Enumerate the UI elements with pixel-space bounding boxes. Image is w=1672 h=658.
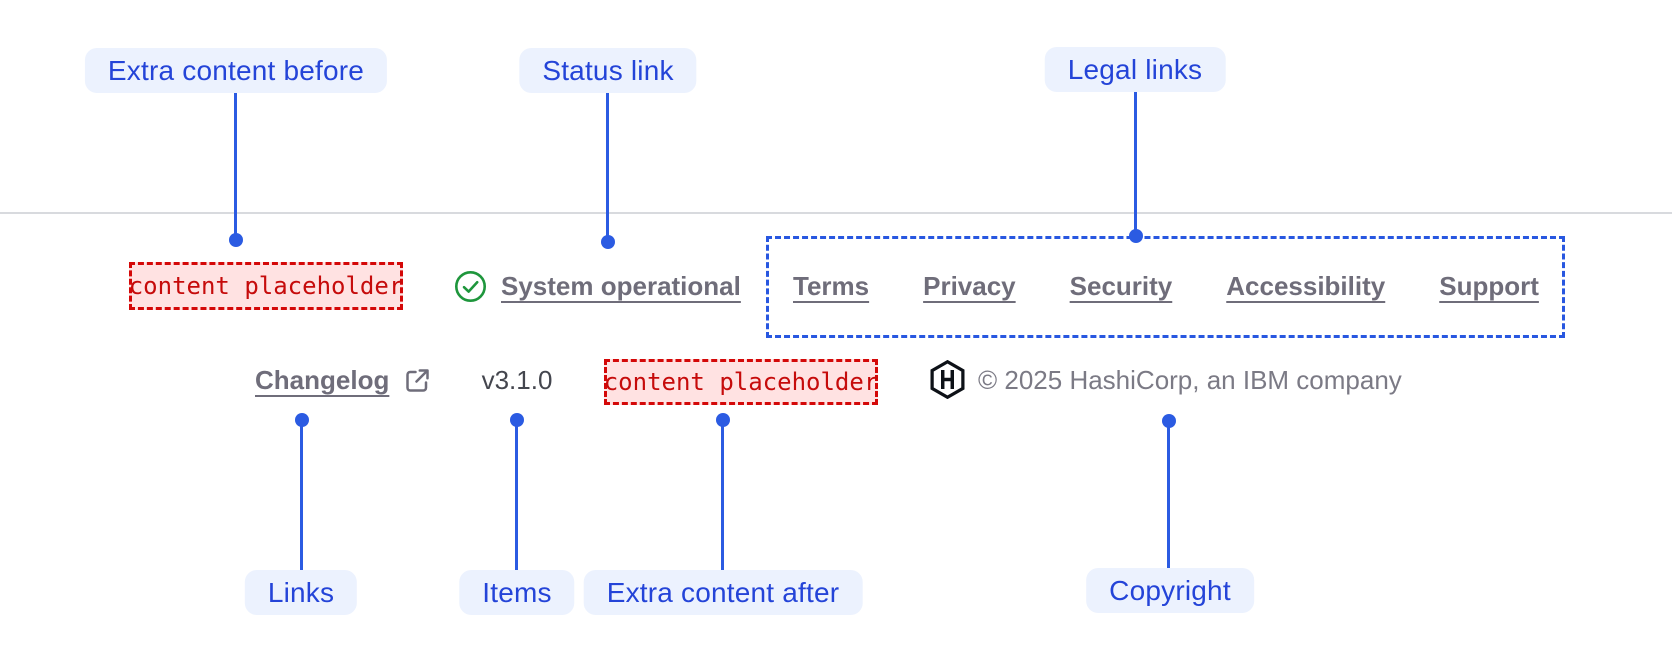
check-circle-icon bbox=[454, 270, 487, 303]
annotation-label-text: Legal links bbox=[1067, 53, 1203, 85]
annotation-label-legal-links: Legal links bbox=[1044, 47, 1226, 92]
annotation-label-extra-content-before: Extra content before bbox=[84, 48, 388, 93]
connector-line bbox=[1134, 92, 1137, 236]
changelog-link[interactable]: Changelog bbox=[255, 359, 433, 401]
annotation-label-copyright: Copyright bbox=[1086, 568, 1254, 613]
placeholder-text: content placeholder bbox=[603, 368, 879, 396]
connector-dot bbox=[1129, 229, 1143, 243]
annotation-label-extra-content-after: Extra content after bbox=[583, 570, 863, 615]
annotation-label-text: Items bbox=[482, 576, 552, 608]
status-link[interactable]: System operational bbox=[454, 262, 741, 310]
annotation-label-text: Extra content before bbox=[107, 54, 365, 86]
connector-dot bbox=[229, 233, 243, 247]
legal-link-support[interactable]: Support bbox=[1439, 270, 1539, 301]
annotation-label-text: Links bbox=[267, 576, 335, 608]
connector-line bbox=[606, 93, 609, 242]
extra-content-after-placeholder: content placeholder bbox=[604, 359, 878, 405]
annotation-label-text: Copyright bbox=[1109, 574, 1231, 606]
legal-links-highlight-box bbox=[766, 236, 1565, 338]
annotation-label-text: Extra content after bbox=[606, 576, 840, 608]
placeholder-text: content placeholder bbox=[128, 272, 404, 300]
legal-link-accessibility[interactable]: Accessibility bbox=[1226, 270, 1386, 301]
connector-dot bbox=[601, 235, 615, 249]
connector-line bbox=[515, 420, 518, 570]
legal-link-security[interactable]: Security bbox=[1069, 270, 1173, 301]
hashicorp-logo bbox=[928, 360, 967, 399]
copyright-text: © 2025 HashiCorp, an IBM company bbox=[978, 365, 1402, 395]
extra-content-before-placeholder: content placeholder bbox=[129, 262, 403, 310]
connector-line bbox=[300, 420, 303, 570]
connector-line bbox=[1167, 421, 1170, 568]
status-link-label[interactable]: System operational bbox=[501, 270, 741, 301]
connector-line bbox=[234, 93, 237, 240]
annotation-label-links: Links bbox=[244, 570, 358, 615]
legal-link-terms[interactable]: Terms bbox=[793, 270, 870, 301]
annotation-label-status-link: Status link bbox=[519, 48, 697, 93]
connector-line bbox=[721, 420, 724, 570]
external-link-icon bbox=[402, 365, 433, 396]
divider bbox=[0, 212, 1672, 214]
changelog-link-label[interactable]: Changelog bbox=[255, 364, 390, 395]
legal-link-privacy[interactable]: Privacy bbox=[923, 270, 1016, 301]
version-label: v3.1.0 bbox=[481, 365, 553, 395]
annotation-label-items: Items bbox=[459, 570, 575, 615]
legal-links-nav: Terms Privacy Security Accessibility Sup… bbox=[793, 262, 1539, 310]
annotation-label-text: Status link bbox=[542, 54, 674, 86]
